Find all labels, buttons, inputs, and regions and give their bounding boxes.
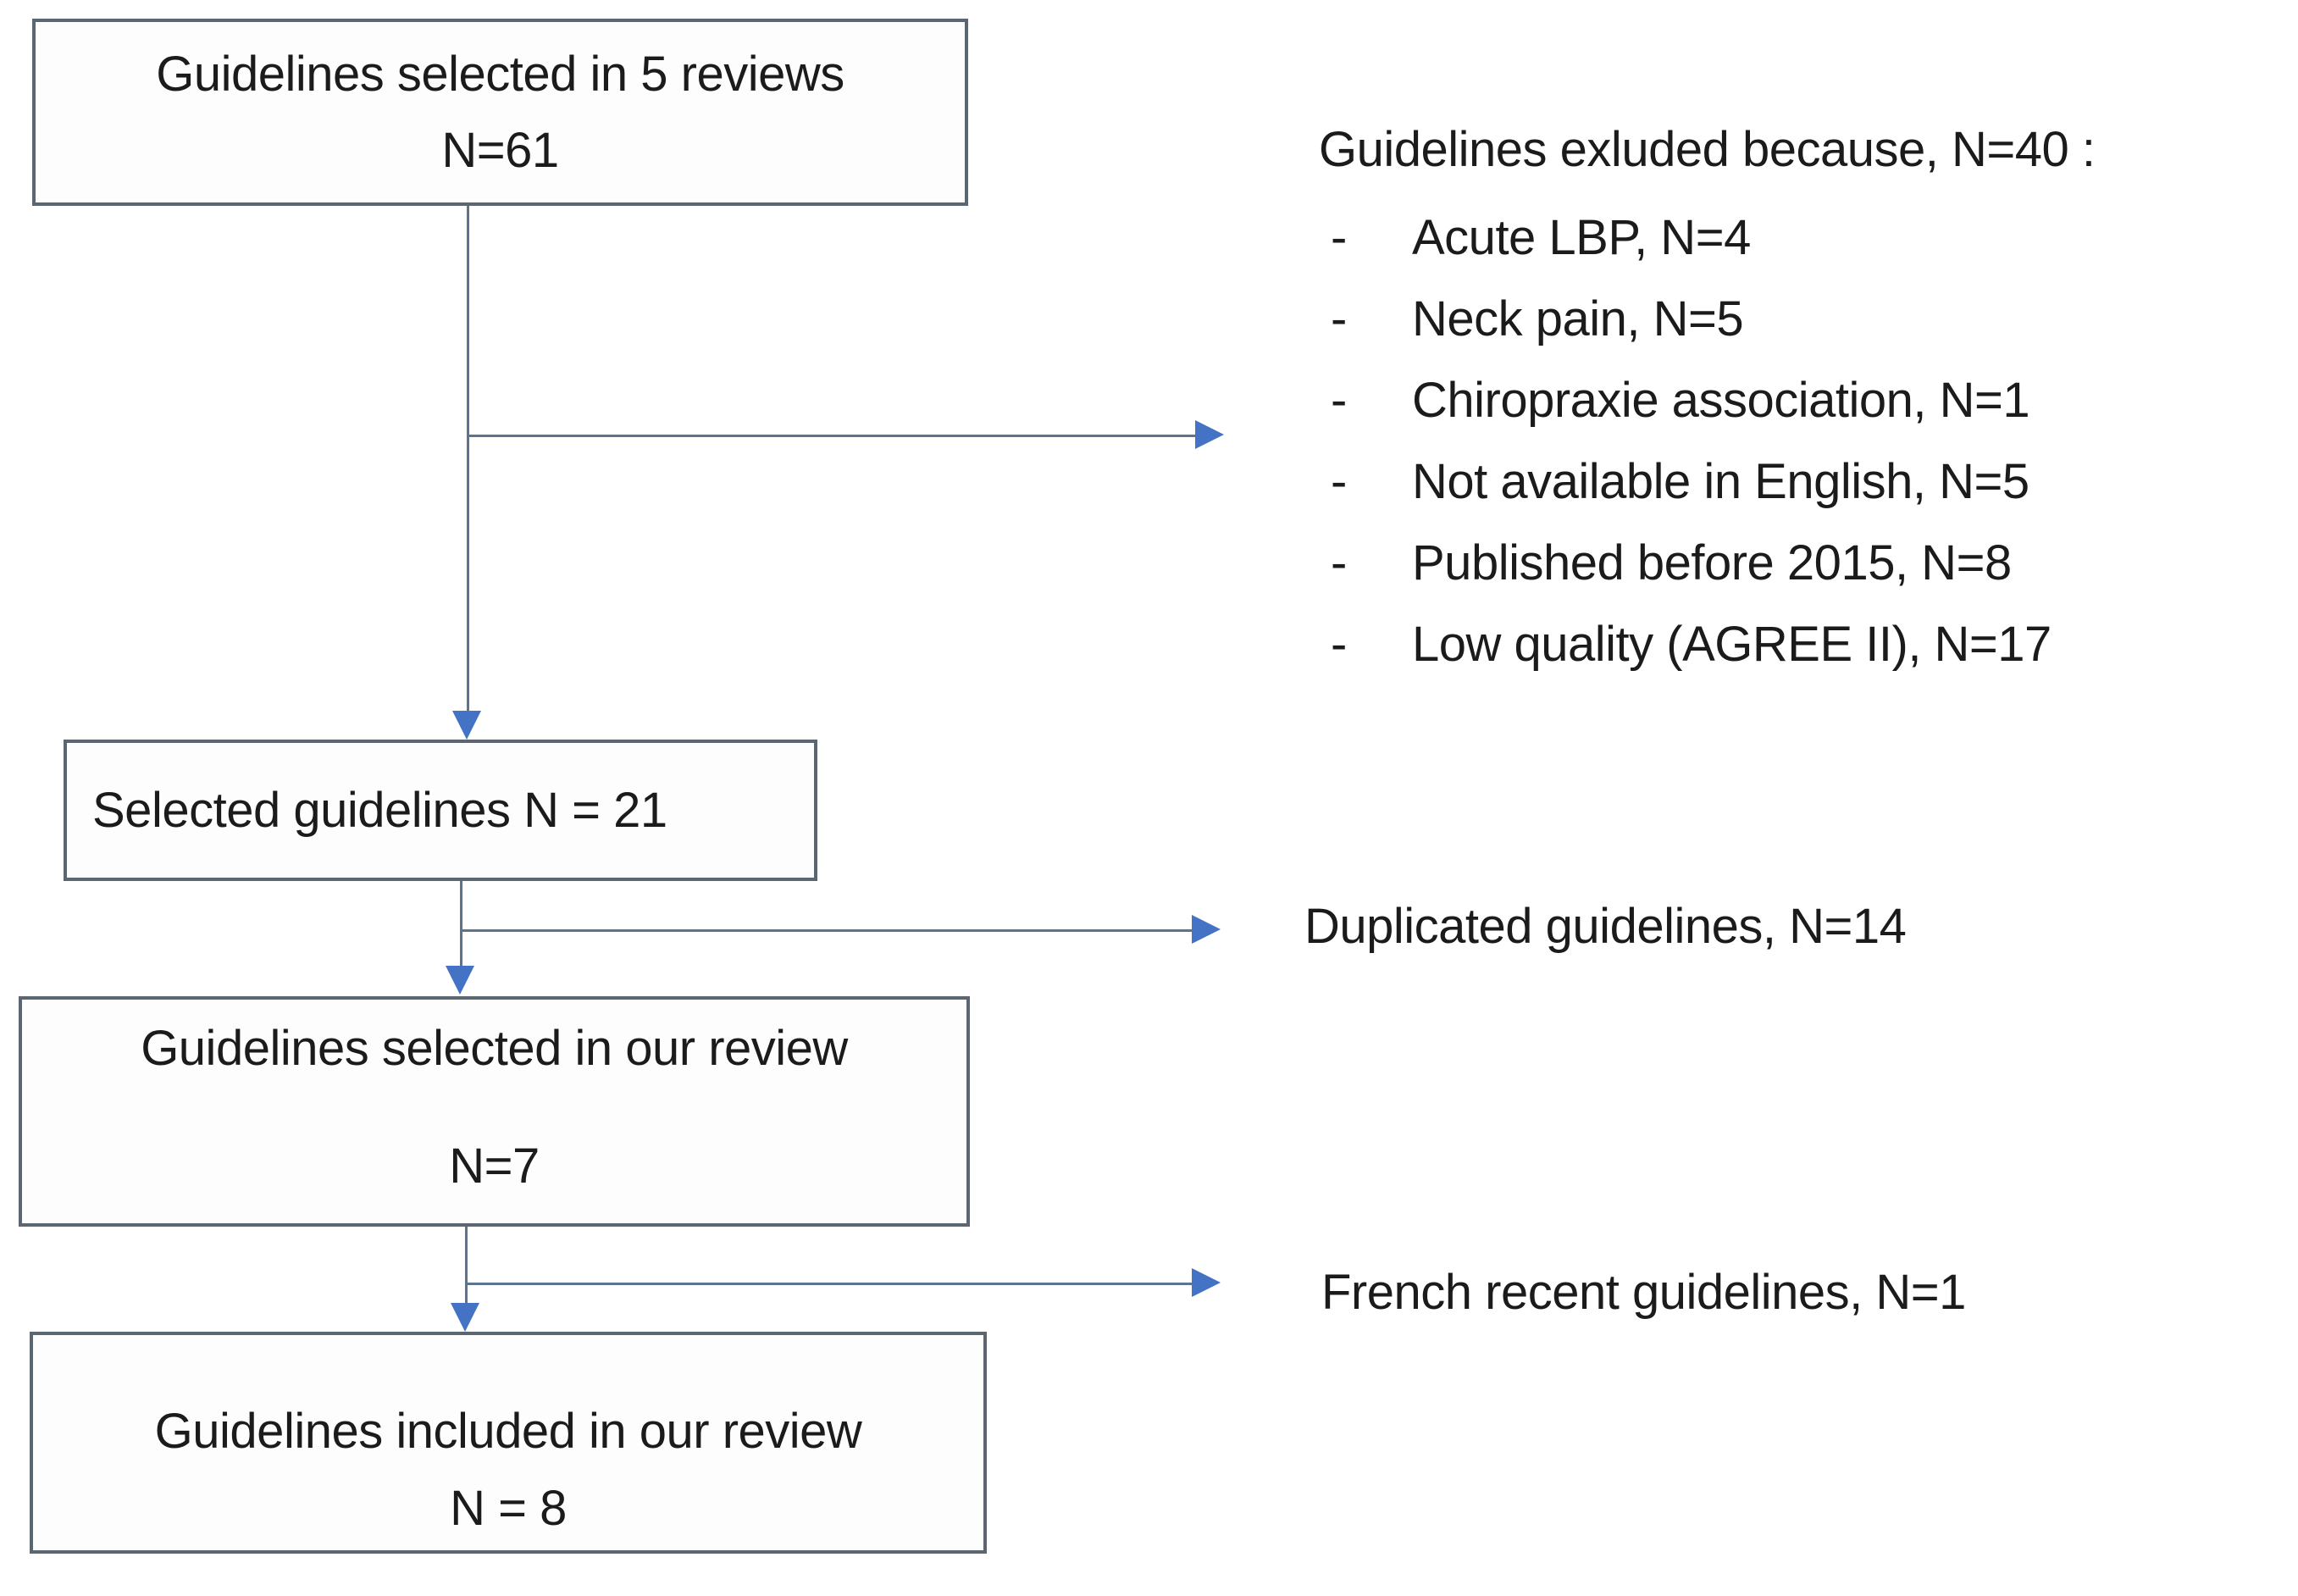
list-item: - Chiropraxie association, N=1: [1319, 359, 2298, 441]
list-item: - Published before 2015, N=8: [1319, 522, 2298, 603]
excluded-item-text: Neck pain, N=5: [1412, 291, 1744, 346]
duplicated-guidelines-note: Duplicated guidelines, N=14: [1304, 899, 1907, 954]
box-selected-our-review-label: Guidelines selected in our review: [141, 1021, 848, 1076]
box-included-our-review: Guidelines included in our review N = 8: [30, 1332, 987, 1554]
dash-bullet: -: [1331, 616, 1347, 672]
arrow-right-to-french-icon: [1192, 1268, 1221, 1297]
connector-box1-to-box2: [467, 206, 469, 711]
excluded-guidelines-note: Guidelines exluded because, N=40 : - Acu…: [1319, 119, 2298, 684]
excluded-item-text: Published before 2015, N=8: [1412, 535, 2012, 590]
excluded-item-text: Chiropraxie association, N=1: [1412, 372, 2030, 428]
connector-box3-to-box4: [465, 1227, 468, 1305]
list-item: - Neck pain, N=5: [1319, 278, 2298, 359]
box-included-our-review-label: Guidelines included in our review: [154, 1404, 862, 1459]
excluded-item-text: Low quality (AGREE II), N=17: [1412, 616, 2052, 672]
connector-branch-to-excluded: [468, 435, 1195, 437]
box-selected-guidelines-label: Selected guidelines N = 21: [92, 783, 667, 838]
connector-branch-to-french: [467, 1283, 1192, 1285]
excluded-item-text: Acute LBP, N=4: [1412, 209, 1751, 265]
box-selected-our-review: Guidelines selected in our review N=7: [19, 996, 970, 1227]
excluded-note-title: Guidelines exluded because, N=40 :: [1319, 122, 2096, 177]
arrow-right-to-excluded-icon: [1195, 420, 1224, 449]
dash-bullet: -: [1331, 209, 1347, 265]
dash-bullet: -: [1331, 291, 1347, 346]
arrow-down-into-box3-icon: [446, 966, 474, 995]
french-guidelines-note: French recent guidelines, N=1: [1321, 1265, 1966, 1320]
list-item: - Acute LBP, N=4: [1319, 197, 2298, 278]
box-guidelines-5-reviews-count: N=61: [441, 123, 559, 178]
arrow-down-into-box4-icon: [451, 1303, 479, 1332]
box-selected-our-review-count: N=7: [449, 1139, 540, 1194]
arrow-down-into-box2-icon: [452, 711, 481, 740]
box-guidelines-5-reviews: Guidelines selected in 5 reviews N=61: [32, 19, 968, 206]
box-selected-guidelines: Selected guidelines N = 21: [64, 740, 817, 881]
connector-branch-to-duplicated: [462, 929, 1192, 932]
connector-box2-to-box3: [460, 881, 462, 966]
dash-bullet: -: [1331, 372, 1347, 428]
arrow-right-to-duplicated-icon: [1192, 915, 1221, 944]
box-included-our-review-count: N = 8: [450, 1481, 567, 1536]
dash-bullet: -: [1331, 535, 1347, 590]
list-item: - Low quality (AGREE II), N=17: [1319, 603, 2298, 684]
excluded-item-text: Not available in English, N=5: [1412, 453, 2029, 509]
box-guidelines-5-reviews-label: Guidelines selected in 5 reviews: [156, 47, 844, 102]
list-item: - Not available in English, N=5: [1319, 441, 2298, 522]
dash-bullet: -: [1331, 453, 1347, 509]
